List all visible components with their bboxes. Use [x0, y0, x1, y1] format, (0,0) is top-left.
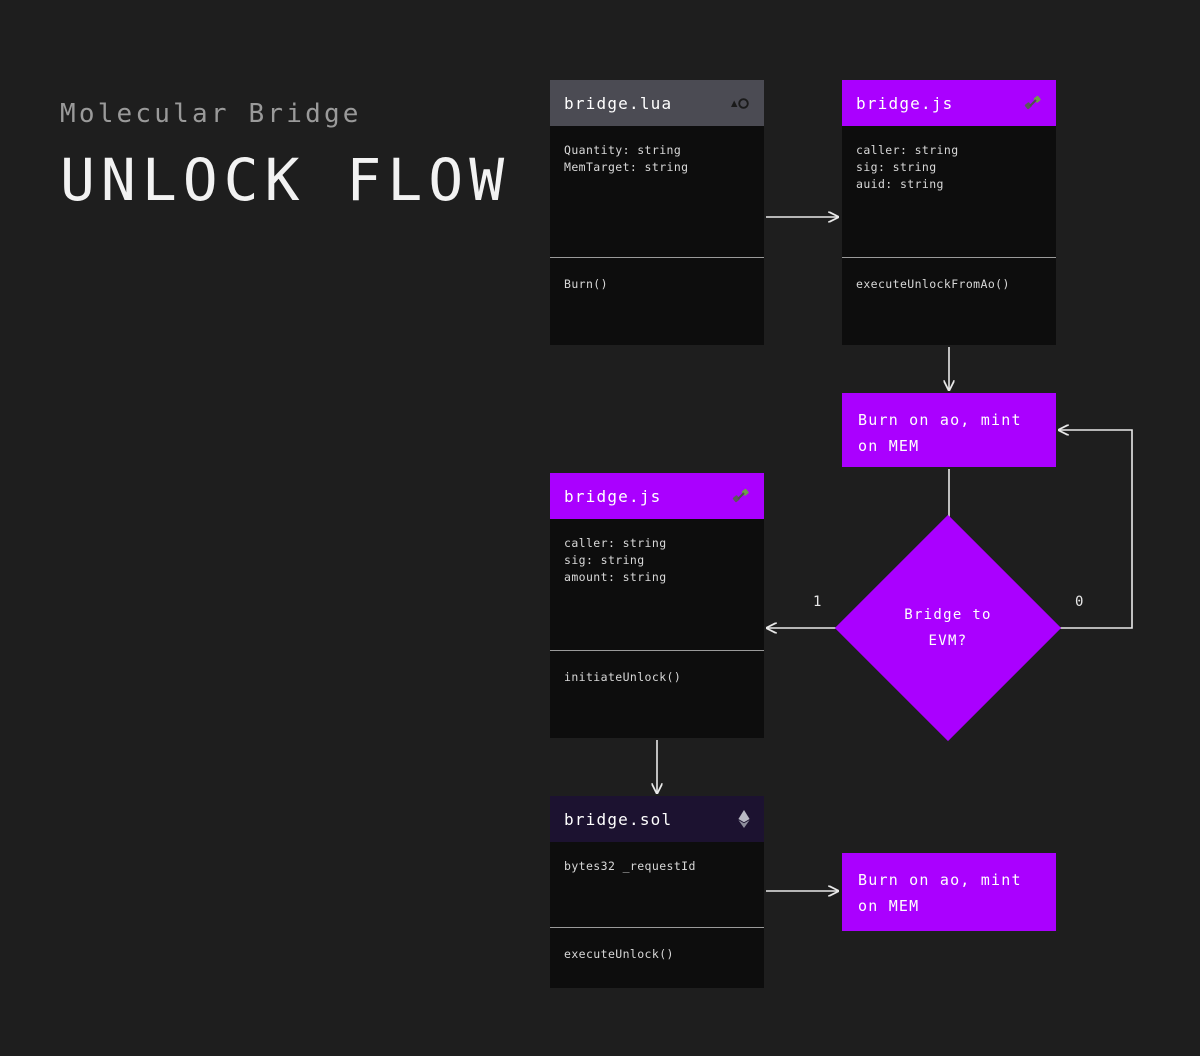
card-methods-bridge-js-bottom: initiateUnlock()	[550, 651, 764, 696]
card-title: bridge.sol	[564, 809, 673, 829]
card-bridge-lua[interactable]: bridge.lua Quantity: string MemTarget: s…	[550, 80, 764, 345]
ethereum-icon	[738, 810, 750, 828]
card-divider	[550, 257, 764, 258]
process-node-line-2: on MEM	[858, 437, 920, 455]
card-method: Burn()	[564, 277, 608, 291]
card-method: initiateUnlock()	[564, 670, 682, 684]
card-methods-bridge-lua: Burn()	[550, 258, 764, 303]
card-divider	[550, 927, 764, 928]
card-divider	[842, 257, 1056, 258]
card-method: executeUnlockFromAo()	[856, 277, 1010, 291]
card-header-bridge-sol: bridge.sol	[550, 796, 764, 842]
card-field: caller: string	[856, 143, 959, 157]
process-node-line-1: Burn on ao, mint	[858, 871, 1022, 889]
process-node-line-1: Burn on ao, mint	[858, 411, 1022, 429]
page-subtitle: Molecular Bridge	[60, 99, 362, 129]
ao-logo-icon	[730, 97, 750, 109]
card-title: bridge.lua	[564, 93, 673, 113]
card-method: executeUnlock()	[564, 947, 674, 961]
edge-decision-loopback	[1030, 430, 1133, 629]
process-node-line-2: on MEM	[858, 897, 920, 915]
card-header-bridge-js-bottom: bridge.js	[550, 473, 764, 519]
card-methods-bridge-sol: executeUnlock()	[550, 928, 764, 973]
card-fields-bridge-lua: Quantity: string MemTarget: string	[550, 126, 764, 257]
card-field: sig: string	[564, 553, 645, 567]
card-methods-bridge-js-top: executeUnlockFromAo()	[842, 258, 1056, 303]
card-bridge-js-bottom[interactable]: bridge.js caller: string sig: string amo…	[550, 473, 764, 738]
card-header-bridge-lua: bridge.lua	[550, 80, 764, 126]
title-block: Molecular Bridge UNLOCK FLOW	[60, 100, 510, 209]
card-field: amount: string	[564, 570, 667, 584]
card-title: bridge.js	[564, 486, 662, 506]
page-title: UNLOCK FLOW	[60, 145, 511, 214]
card-title: bridge.js	[856, 93, 954, 113]
card-header-bridge-js-top: bridge.js	[842, 80, 1056, 126]
card-fields-bridge-sol: bytes32 _requestId	[550, 842, 764, 927]
card-field: sig: string	[856, 160, 937, 174]
card-bridge-js-top[interactable]: bridge.js caller: string sig: string aui…	[842, 80, 1056, 345]
javascript-node-icon	[732, 487, 750, 505]
card-bridge-sol[interactable]: bridge.sol bytes32 _requestId executeUnl…	[550, 796, 764, 988]
edge-label-branch-true: 1	[813, 594, 823, 610]
card-field: Quantity: string	[564, 143, 682, 157]
card-field: auid: string	[856, 177, 944, 191]
process-node-burn-mint-bottom[interactable]: Burn on ao, mint on MEM	[842, 853, 1056, 931]
process-node-burn-mint-top[interactable]: Burn on ao, mint on MEM	[842, 393, 1056, 467]
card-fields-bridge-js-bottom: caller: string sig: string amount: strin…	[550, 519, 764, 650]
card-divider	[550, 650, 764, 651]
card-field: bytes32 _requestId	[564, 859, 696, 873]
card-fields-bridge-js-top: caller: string sig: string auid: string	[842, 126, 1056, 257]
edge-label-branch-false: 0	[1075, 594, 1085, 610]
card-field: caller: string	[564, 536, 667, 550]
javascript-node-icon	[1024, 94, 1042, 112]
card-field: MemTarget: string	[564, 160, 689, 174]
